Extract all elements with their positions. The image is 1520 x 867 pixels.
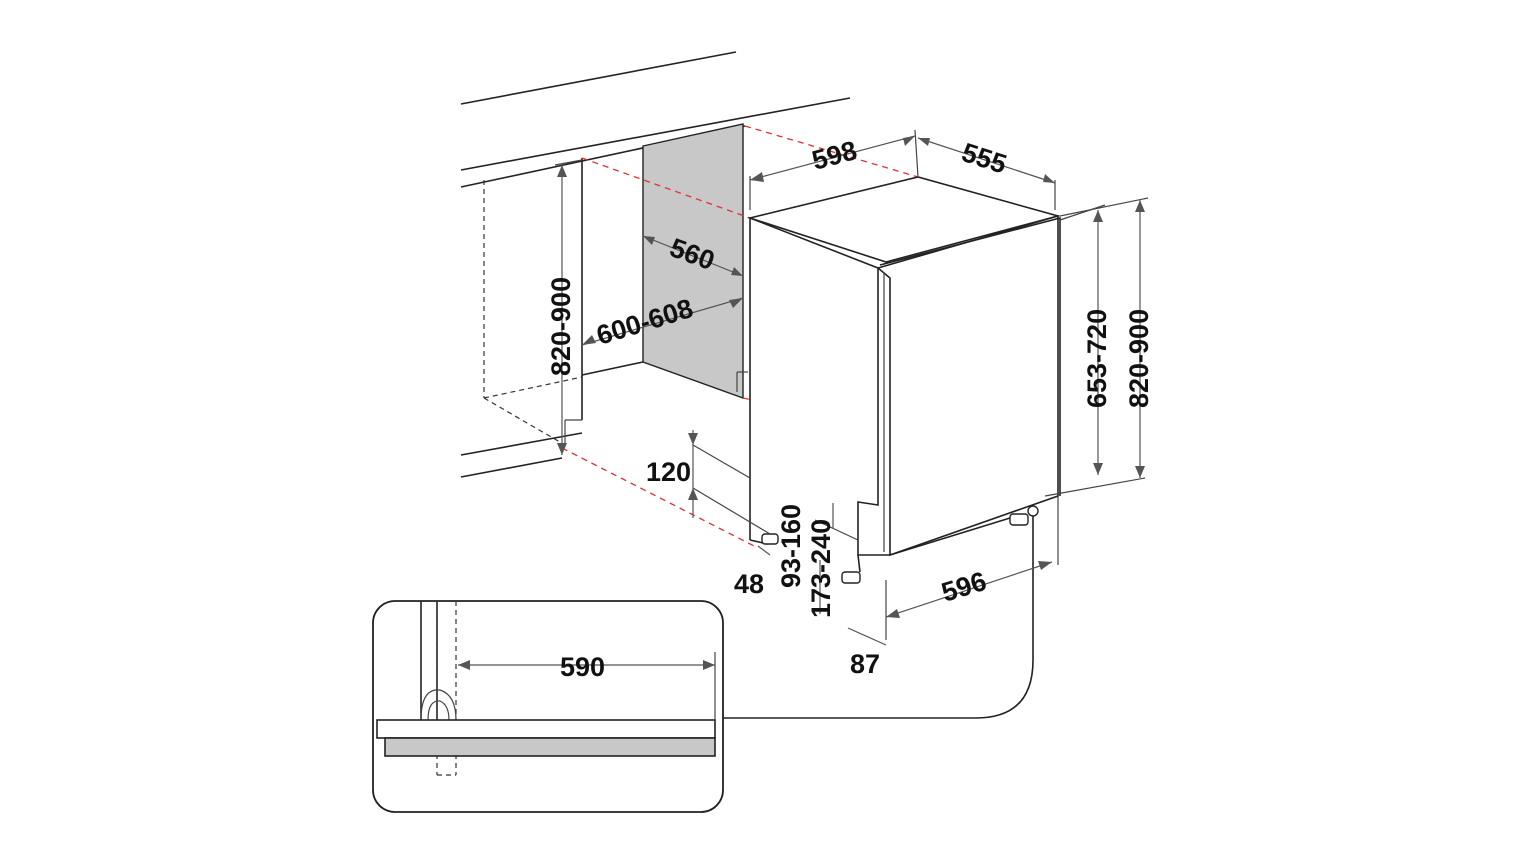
- floor: [460, 361, 644, 478]
- dishwasher-body: [747, 176, 1062, 556]
- label-toe-kick: 87: [850, 649, 880, 679]
- label-door-height: 653-720: [1082, 309, 1112, 408]
- label-appliance-width: 598: [809, 135, 860, 176]
- projection-lines: [561, 125, 919, 549]
- inset-plinth: [384, 737, 716, 757]
- countertop: [460, 51, 851, 420]
- adjacent-cabinet-outline: [483, 180, 583, 446]
- label-plinth-setback: 48: [734, 569, 764, 599]
- dimension-lines: [554, 129, 1149, 646]
- label-door-depth: 596: [938, 566, 990, 608]
- dishwasher-door: [876, 214, 1061, 557]
- inset-detail: [372, 600, 724, 813]
- label-inset-width: 590: [560, 652, 605, 682]
- hinge-marker: [1027, 505, 1039, 517]
- dishwasher-feet: [761, 513, 1029, 584]
- label-foot-range-a: 93-160: [776, 504, 806, 588]
- label-niche-height: 820-900: [546, 277, 576, 376]
- label-appliance-depth: 555: [958, 137, 1010, 179]
- inset-leader: [722, 516, 1034, 719]
- arrowheads: [458, 136, 1145, 670]
- label-plinth-height: 120: [646, 457, 691, 487]
- label-foot-range-b: 173-240: [806, 519, 836, 618]
- label-total-height: 820-900: [1124, 309, 1154, 408]
